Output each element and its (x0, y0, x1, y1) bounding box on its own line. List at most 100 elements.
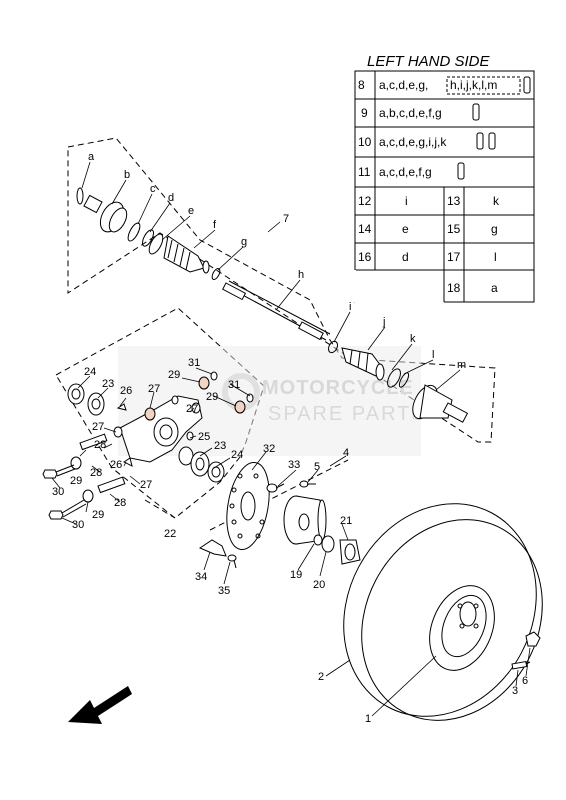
direction-arrow-icon (68, 686, 132, 724)
brake-hub-parts (198, 462, 361, 569)
collar-27b (171, 395, 179, 405)
callout-d: d (168, 192, 174, 204)
callout-22: 22 (164, 528, 176, 540)
callout-29b: 29 (206, 391, 218, 403)
callout-k: k (410, 333, 416, 345)
grease-tube-icon (472, 103, 480, 121)
callout-34: 34 (195, 571, 207, 583)
inner-joint-m (412, 384, 469, 423)
callout-b: b (124, 169, 130, 181)
callout-5: 5 (314, 461, 320, 473)
legend-row-17-num: 17 (447, 250, 461, 264)
callout-24b: 24 (231, 449, 243, 461)
brake-disc-hole (240, 491, 256, 521)
collar-27c (113, 426, 123, 438)
callout-27c: 27 (92, 421, 104, 433)
callout-a: a (88, 151, 95, 163)
pin-28b (97, 476, 126, 494)
callout-30a: 30 (52, 486, 64, 498)
callout-e: e (188, 205, 194, 217)
clip-c (127, 222, 141, 242)
bushing-29b (234, 400, 246, 414)
callout-27b: 27 (186, 403, 198, 415)
callout-2: 2 (318, 671, 324, 683)
legend-row-8-parts: a,c,d,e,g, (379, 78, 428, 92)
band-k (387, 368, 401, 388)
legend-row-14-val: e (402, 222, 409, 236)
wheel-assembly (343, 503, 543, 721)
grease-tube-icon (523, 76, 531, 94)
driveshaft-callouts (81, 161, 461, 391)
washer-20 (321, 535, 335, 553)
legend-row-18-num: 18 (447, 281, 461, 295)
callout-26a: 26 (120, 385, 132, 397)
callout-23b: 23 (214, 440, 226, 452)
knuckle-parts (42, 371, 254, 520)
callout-28b: 28 (114, 497, 126, 509)
legend-row-14-num: 14 (358, 222, 372, 236)
collar-27 (191, 402, 201, 414)
washer-19 (313, 534, 323, 546)
legend-row-13-val: k (493, 194, 500, 208)
callout-31a: 31 (188, 357, 200, 369)
callout-g: g (241, 236, 247, 248)
band-e (148, 233, 164, 255)
boot-j (341, 347, 385, 381)
callout-m: m (457, 359, 466, 371)
callout-26b: 26 (110, 459, 122, 471)
callout-29a: 29 (168, 369, 180, 381)
bolt-5 (299, 480, 316, 488)
pin-28 (79, 433, 108, 451)
grease-tube-icon (457, 162, 465, 180)
nut-21 (339, 539, 361, 565)
legend-row-16-val: d (402, 250, 409, 264)
wheel-callouts (325, 647, 531, 717)
collar-31b (246, 393, 254, 403)
legend-row-9-parts: a,b,c,d,e,f,g (379, 106, 442, 120)
legend-row-12-val: i (405, 194, 408, 208)
knuckle-bore-inner (159, 424, 173, 440)
washer-29b (82, 489, 94, 503)
band-g (211, 268, 221, 280)
callout-19: 19 (290, 569, 302, 581)
circlip-a (76, 187, 84, 205)
washer-29 (70, 456, 82, 470)
cotter-26 (116, 403, 127, 411)
callout-3: 3 (512, 685, 518, 697)
legend-row-10-parts: a,c,d,e,g,i,j,k (379, 135, 447, 149)
callout-29c: 29 (70, 475, 82, 487)
bracket-34 (198, 539, 227, 557)
callout-4: 4 (343, 447, 349, 459)
legend-row-8-boxed: h,i,j,k,l,m (450, 78, 497, 92)
callout-33: 33 (288, 459, 300, 471)
band-d (141, 229, 155, 247)
legend-row-11-num: 11 (358, 165, 371, 179)
callout-30b: 30 (72, 519, 84, 531)
callout-23a: 23 (102, 378, 114, 390)
watermark-line1: MOTORCYCLE (262, 377, 414, 399)
callout-29d: 29 (92, 509, 104, 521)
seal-24b-inner (211, 466, 221, 478)
callout-n28a: 28 (94, 439, 106, 451)
callout-6: 6 (522, 675, 528, 687)
driveshaft-letters: a b c d e f g h i j k l m 7 (88, 151, 466, 371)
shaft-h (222, 280, 331, 341)
clip-i (327, 340, 339, 354)
callout-h: h (298, 269, 304, 281)
legend-row-11-parts: a,c,d,e,f,g (379, 165, 432, 179)
legend-title: LEFT HAND SIDE (367, 53, 491, 70)
nipple-25 (186, 431, 194, 441)
callout-j: j (382, 316, 385, 328)
band-l (398, 372, 410, 388)
bushing-29 (198, 376, 210, 390)
callout-c: c (150, 183, 156, 195)
wheel-rim-inner (441, 594, 487, 658)
callout-20: 20 (313, 579, 325, 591)
wheel-numbers: 1 2 3 6 (318, 671, 528, 725)
legend-row-13-num: 13 (447, 194, 461, 208)
callout-25: 25 (198, 431, 210, 443)
legend-row-8-num: 8 (358, 78, 365, 92)
watermark-line2: SPARE PARTS (268, 403, 427, 425)
legend-table: LEFT HAND SIDE 8 a,c,d,e,g, h,i,j,k,l,m … (354, 53, 535, 303)
